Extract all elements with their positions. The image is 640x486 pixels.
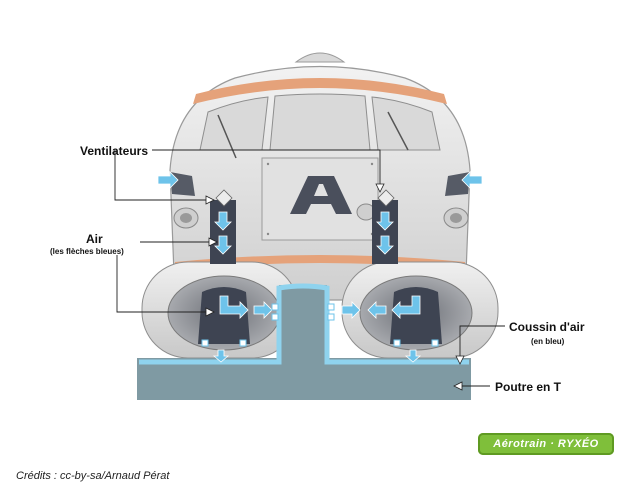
label-coussin: Coussin d'air xyxy=(509,320,585,334)
t-beam xyxy=(137,285,471,400)
emblem-a-icon xyxy=(290,176,352,214)
leader-arrowheads xyxy=(205,183,465,391)
headlights xyxy=(173,203,469,229)
label-air: Air xyxy=(86,232,103,246)
air-arrows xyxy=(157,171,483,363)
air-cushion xyxy=(139,283,469,365)
fan-icon xyxy=(215,189,395,207)
partner-logo: Aérotrain · RYXÉO xyxy=(478,433,614,455)
windshield xyxy=(199,93,441,159)
label-poutre: Poutre en T xyxy=(495,380,562,394)
logo-text: Aérotrain · RYXÉO xyxy=(493,438,599,450)
label-air-sub: (les flèches bleues) xyxy=(50,247,124,256)
label-coussin-sub: (en bleu) xyxy=(531,337,565,346)
orange-stripe xyxy=(193,78,447,104)
air-puffs xyxy=(201,303,439,347)
credits: Crédits : cc-by-sa/Arnaud Pérat xyxy=(16,470,170,482)
leader-lines xyxy=(114,149,505,387)
label-ventilateurs: Ventilateurs xyxy=(80,144,149,158)
